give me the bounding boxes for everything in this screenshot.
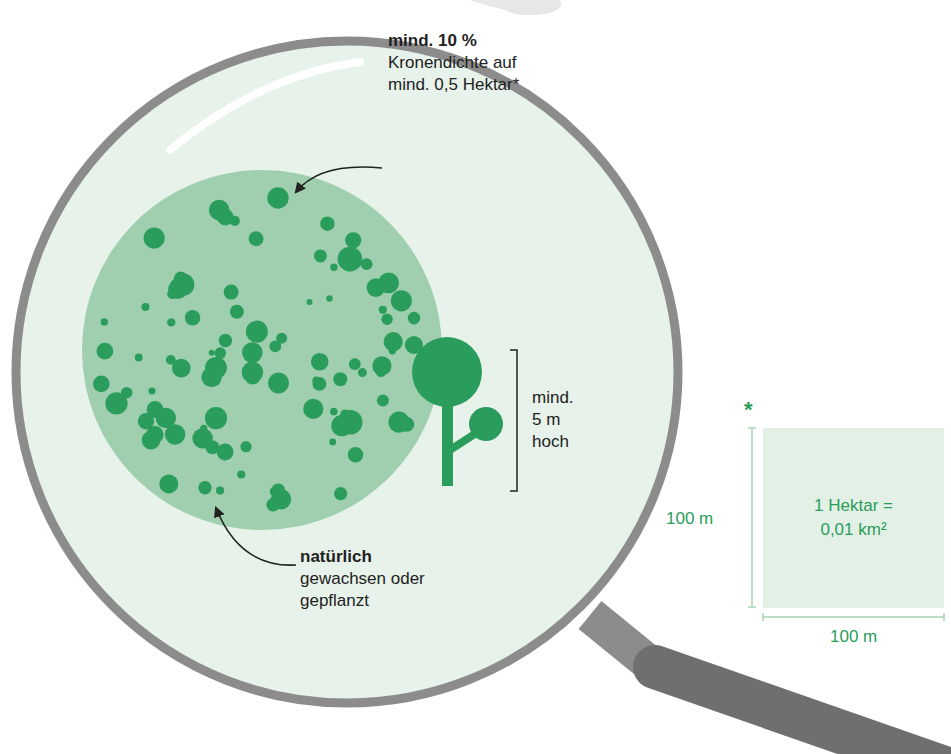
- height-bracket: [510, 350, 517, 491]
- tree-crown: [340, 410, 350, 420]
- tree-crown: [174, 272, 187, 285]
- tree-crown: [192, 428, 212, 448]
- tree-crown: [144, 228, 165, 249]
- dimension-line: [748, 428, 756, 607]
- tree-crown: [377, 395, 389, 407]
- tree-crown: [242, 342, 263, 363]
- tree-crown: [216, 487, 224, 495]
- tree-crown: [384, 332, 403, 351]
- tree-crown: [227, 285, 236, 294]
- tree-crown: [338, 247, 363, 272]
- tree-crown: [338, 410, 363, 435]
- tree-crown: [205, 407, 227, 429]
- tree-crown: [224, 285, 239, 300]
- tree-crown: [408, 312, 421, 325]
- tree-crown: [314, 249, 327, 262]
- tree-crown: [381, 314, 392, 325]
- callout-text: gewachsen oder gepflanzt: [300, 568, 440, 612]
- tree-crown: [101, 318, 108, 325]
- lens-glare: [170, 62, 360, 150]
- tree-crown: [215, 347, 227, 359]
- tree-crown: [142, 303, 150, 311]
- tree-crown: [230, 305, 244, 319]
- tree-crown: [412, 337, 482, 407]
- tree-crown: [399, 417, 414, 432]
- tree-crown: [246, 321, 268, 343]
- tree-crown: [148, 387, 155, 394]
- tree-crown: [303, 399, 323, 419]
- tree-crown: [268, 373, 289, 394]
- lens: [16, 41, 678, 703]
- tree-crown: [329, 439, 336, 446]
- tree-crown: [172, 359, 191, 378]
- tree-crown: [201, 367, 221, 387]
- tree-crown: [185, 310, 200, 325]
- tree-crown: [105, 392, 127, 414]
- tree-crown: [334, 487, 347, 500]
- tree-crown: [378, 273, 399, 294]
- tree-crowns: [93, 187, 423, 511]
- tree-crown: [345, 232, 361, 248]
- tree-crown: [156, 408, 176, 428]
- tree-crown: [209, 200, 230, 221]
- map-fragment: [470, 0, 561, 15]
- callout-heading: natürlich: [300, 546, 500, 568]
- footnote-mark: *: [744, 396, 764, 425]
- tree-crown: [376, 367, 386, 377]
- tree-crown: [142, 431, 161, 450]
- tree-crown: [240, 441, 251, 452]
- tree-crown: [242, 362, 263, 383]
- tree-crown: [361, 258, 373, 270]
- dimension-label: 100 m: [666, 508, 746, 530]
- leader-arrow: [296, 167, 382, 192]
- tree-crown: [97, 343, 114, 360]
- tree-crown: [330, 264, 337, 271]
- tree-crown: [312, 377, 320, 385]
- tree-crown: [249, 231, 264, 246]
- tree-crown: [391, 290, 412, 311]
- tree-crown: [307, 299, 313, 305]
- tree-crown: [333, 372, 347, 386]
- tree-crown: [358, 368, 367, 377]
- tree-crown: [237, 470, 245, 478]
- tree-crown: [167, 318, 175, 326]
- forest-area: [82, 170, 442, 530]
- tree-crown: [326, 295, 332, 301]
- leader-arrow: [216, 508, 296, 565]
- tree-crown: [219, 334, 232, 347]
- tree-crown: [198, 481, 211, 494]
- area-text: 1 Hektar = 0,01 km²: [811, 494, 897, 542]
- hectare-square: 1 Hektar = 0,01 km²: [763, 428, 944, 608]
- tree-crown: [311, 353, 329, 371]
- dimension-label: mind. 5 m hoch: [532, 387, 578, 453]
- dimension-label: 100 m: [830, 626, 910, 648]
- callout-text: Kronendichte auf mind. 0,5 Hektar*: [388, 52, 538, 96]
- dimension-line: [763, 613, 944, 621]
- tree-crown: [313, 377, 327, 391]
- tree-crown: [209, 350, 215, 356]
- tree-crown: [93, 376, 110, 393]
- tree-crown: [379, 306, 387, 314]
- tree-crown: [276, 333, 287, 344]
- tree-crown: [348, 447, 363, 462]
- tree-crown: [330, 408, 338, 416]
- handle-grip: [655, 667, 950, 754]
- tree-crown: [159, 474, 178, 493]
- callout-heading: mind. 10 %: [388, 30, 588, 52]
- tree-crown: [469, 407, 503, 441]
- tree-crown: [349, 358, 361, 370]
- tree-crown: [230, 216, 240, 226]
- tree-crown: [320, 217, 334, 231]
- tree-crown: [267, 187, 288, 208]
- tree-crown: [217, 444, 234, 461]
- tree-crown: [135, 354, 143, 362]
- tree-crown: [271, 483, 285, 497]
